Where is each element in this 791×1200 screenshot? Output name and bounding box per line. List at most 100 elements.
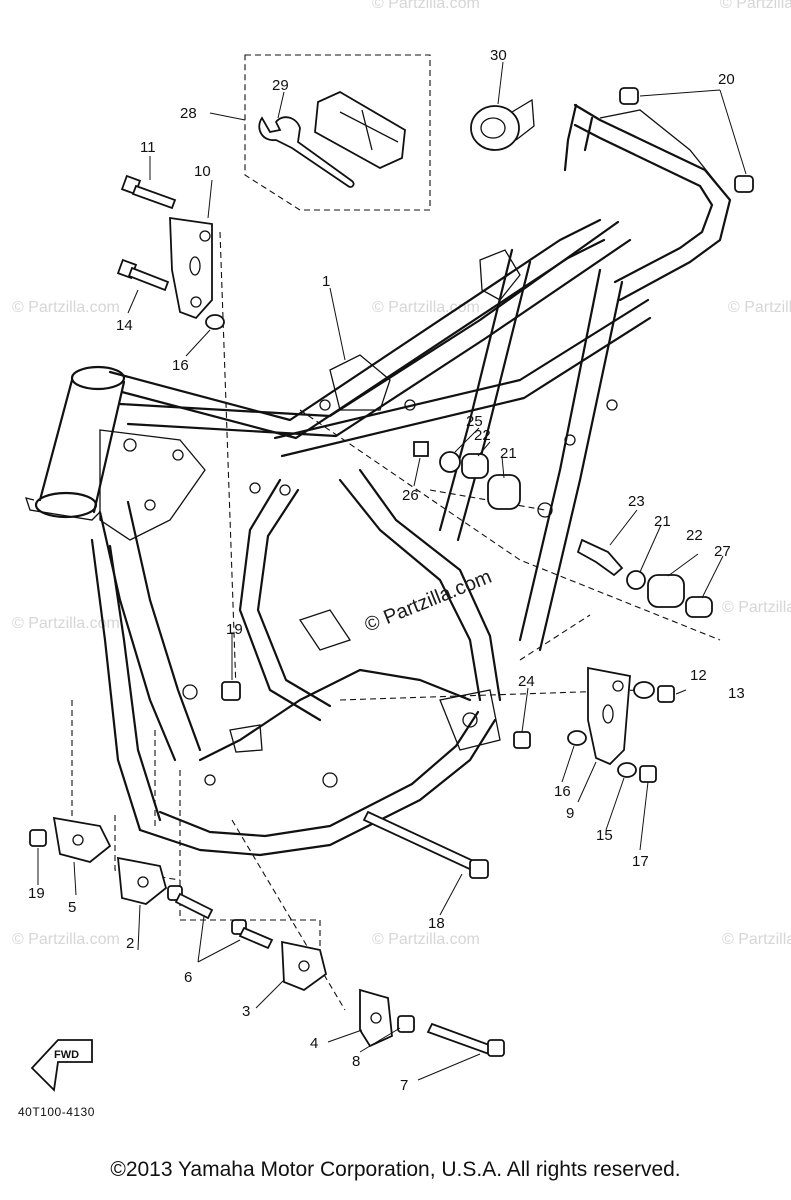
callout-19b: 19 (28, 885, 45, 902)
collar-27 (685, 596, 713, 618)
washer-16a (205, 314, 225, 330)
seat-rail-right (518, 268, 624, 652)
callout-1: 1 (322, 273, 330, 290)
bolt-7 (426, 1022, 505, 1057)
tool-bag-icon (314, 90, 406, 170)
svg-text:© Partzilla.com: © Partzilla.com (722, 931, 791, 948)
callout-13: 13 (728, 685, 745, 702)
bolt-6a (167, 885, 214, 920)
callout-14: 14 (116, 317, 133, 334)
bracket-4 (359, 988, 393, 1048)
washer-21b (626, 570, 646, 590)
callout-15: 15 (596, 827, 613, 844)
bracket-10 (169, 216, 213, 320)
top-rail (108, 218, 606, 440)
callout-16a: 16 (172, 357, 189, 374)
svg-text:© Partzilla.com: © Partzilla.com (12, 615, 120, 632)
bolt-23 (576, 538, 624, 577)
bolt-6b (231, 919, 274, 950)
copyright-notice: ©2013 Yamaha Motor Corporation, U.S.A. A… (110, 1158, 681, 1181)
main-spar-right (338, 468, 502, 702)
leader-lines (37, 61, 747, 1081)
down-tube-front (98, 500, 202, 762)
rear-loop (573, 103, 732, 302)
bolt-14 (116, 258, 170, 292)
nut-19a (221, 681, 241, 701)
steering-head-bottom (34, 491, 98, 519)
damper-20a (619, 87, 639, 105)
callout-23: 23 (628, 493, 645, 510)
svg-text:FWD: FWD (54, 1049, 79, 1061)
nut-8 (397, 1015, 415, 1033)
callout-4: 4 (310, 1035, 318, 1052)
bolt-11 (120, 174, 177, 210)
lower-cradle (138, 710, 497, 857)
bolt-26 (413, 441, 429, 457)
callout-16b: 16 (554, 783, 571, 800)
bolt-18 (362, 810, 489, 879)
nut-19b (29, 829, 47, 847)
nut-17 (639, 765, 657, 783)
tool-kit-group (244, 54, 431, 211)
callout-26: 26 (402, 487, 419, 504)
callout-21a: 21 (500, 445, 517, 462)
callout-20: 20 (718, 71, 735, 88)
svg-text:© Partzilla.com: © Partzilla.com (372, 0, 480, 12)
callout-10: 10 (194, 163, 211, 180)
washer-25 (439, 451, 461, 473)
svg-text:© Partzilla.com: © Partzilla.com (720, 0, 791, 12)
watermark-tiles: © Partzilla.com © Partzilla.com © Partzi… (12, 0, 791, 948)
callout-8: 8 (352, 1053, 360, 1070)
tool-kit-box (244, 54, 431, 211)
down-tube-rear (90, 538, 162, 832)
collar-22a (461, 453, 489, 479)
washer-15 (617, 762, 637, 778)
callout-30: 30 (490, 47, 507, 64)
diagram-code: 40T100-4130 (18, 1105, 95, 1119)
svg-text:© Partzilla.com: © Partzilla.com (372, 931, 480, 948)
callout-29: 29 (272, 77, 289, 94)
callout-19a: 19 (226, 621, 243, 638)
callout-2: 2 (126, 935, 134, 952)
svg-text:© Partzilla.com: © Partzilla.com (12, 299, 120, 316)
mount-group-lower (576, 538, 713, 618)
nut-24 (513, 731, 531, 749)
steering-head-top (70, 365, 126, 391)
callout-6: 6 (184, 969, 192, 986)
top-rail-inner (118, 220, 632, 438)
callout-11: 11 (140, 139, 156, 156)
callout-12: 12 (690, 667, 707, 684)
svg-text:© Partzilla.com: © Partzilla.com (728, 299, 791, 316)
nut-13 (657, 685, 675, 703)
damper-20b (734, 175, 754, 193)
main-spar-left (238, 478, 332, 722)
callout-5: 5 (68, 899, 76, 916)
callout-9: 9 (566, 805, 574, 822)
bushing-22b (647, 574, 685, 608)
callout-22a: 22 (474, 427, 491, 444)
callout-21b: 21 (654, 513, 671, 530)
frame-main (25, 103, 732, 857)
steering-head-tube (38, 378, 126, 514)
wrench-icon (258, 116, 355, 188)
callout-7: 7 (400, 1077, 408, 1094)
bushing-21a (487, 474, 521, 510)
fwd-arrow-icon: FWD (30, 1039, 93, 1092)
washer-12 (633, 681, 655, 699)
callout-25: 25 (466, 413, 483, 430)
svg-text:© Partzilla.com: © Partzilla.com (12, 931, 120, 948)
callout-17: 17 (632, 853, 649, 870)
head-gusset (99, 429, 206, 541)
svg-text:© Partzilla.com: © Partzilla.com (722, 599, 791, 616)
bracket-3 (281, 940, 328, 992)
bracket-2 (116, 856, 168, 905)
callout-18: 18 (428, 915, 445, 932)
callout-22b: 22 (686, 527, 703, 544)
svg-text:© Partzilla.com: © Partzilla.com (372, 299, 480, 316)
callout-28: 28 (180, 105, 197, 122)
mount-group-upper (413, 441, 521, 510)
frame-parts-diagram: © Partzilla.com © Partzilla.com © Partzi… (12, 0, 791, 1119)
part-30-clamp (470, 98, 535, 151)
bracket-5 (52, 816, 112, 863)
callout-24: 24 (518, 673, 535, 690)
